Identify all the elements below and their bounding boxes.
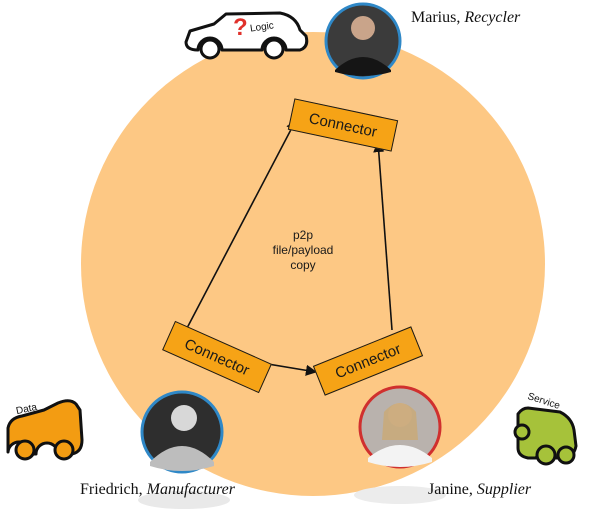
- center-line-3: copy: [290, 258, 316, 272]
- label-supplier: Janine, Supplier: [428, 481, 532, 498]
- ecosystem-circle: [81, 32, 545, 496]
- service-puzzle-piece: [513, 406, 578, 466]
- avatar-manufacturer: [140, 390, 224, 474]
- logic-mark: ?: [233, 14, 248, 41]
- center-line-2: file/payload: [272, 243, 334, 257]
- supplier-name: Janine: [428, 481, 469, 498]
- manufacturer-role: Manufacturer: [146, 481, 235, 498]
- supplier-role: Supplier: [476, 481, 532, 498]
- manufacturer-name: Friedrich: [80, 481, 139, 498]
- recycler-name: Marius: [411, 9, 457, 26]
- arrow-left-to-top: [185, 119, 297, 331]
- avatar-recycler: [324, 2, 402, 80]
- label-recycler: Marius, Recycler: [411, 9, 521, 26]
- center-annotation: p2p file/payload copy: [255, 228, 351, 273]
- shadow-supplier: [354, 486, 446, 504]
- recycler-role: Recycler: [464, 9, 521, 26]
- label-manufacturer: Friedrich, Manufacturer: [80, 481, 235, 498]
- data-puzzle-piece: [6, 399, 84, 461]
- logic-puzzle-piece: [184, 11, 309, 60]
- shadow-manufacturer: [138, 491, 230, 509]
- center-line-1: p2p: [292, 228, 314, 242]
- arrow-right-to-top: [373, 140, 393, 331]
- avatar-supplier: [358, 385, 442, 469]
